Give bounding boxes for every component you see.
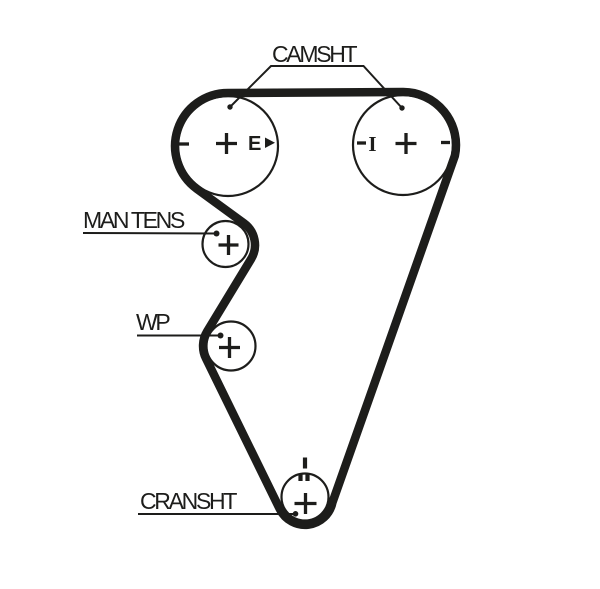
crankshaft-leader-dot bbox=[292, 511, 299, 517]
crankshaft-label: CRANSHT bbox=[140, 488, 237, 514]
water-pump-plus-mark bbox=[219, 337, 240, 358]
camshaft-exhaust-leader-dot bbox=[227, 104, 233, 110]
arrow-right-icon bbox=[265, 137, 275, 148]
plus-mark bbox=[216, 133, 237, 154]
man-tens-leader-dot bbox=[213, 230, 220, 237]
plus-mark bbox=[395, 133, 417, 154]
manual-tensioner-label: MAN TENS bbox=[83, 207, 185, 233]
exhaust-mark-letter: E bbox=[248, 133, 261, 155]
intake-mark-letter: I bbox=[368, 132, 376, 156]
water-pump-label: WP bbox=[136, 309, 170, 335]
timing-belt bbox=[170, 87, 461, 530]
man-tens-leader-line bbox=[82, 232, 217, 235]
camshaft-leader-bracket bbox=[229, 65, 403, 109]
crankshaft-timing-dashes bbox=[298, 473, 310, 481]
tensioner-plus-mark bbox=[218, 235, 239, 255]
camshaft-intake-pulley-marks: I bbox=[357, 132, 450, 156]
crankshaft-plus-mark bbox=[294, 493, 317, 514]
camshaft-exhaust-pulley-marks: E bbox=[179, 133, 275, 155]
camshaft-label: CAMSHT bbox=[272, 41, 358, 67]
camshaft-intake-leader-dot bbox=[399, 105, 405, 111]
wp-leader-dot bbox=[217, 332, 224, 339]
crankshaft-marks bbox=[294, 457, 317, 514]
